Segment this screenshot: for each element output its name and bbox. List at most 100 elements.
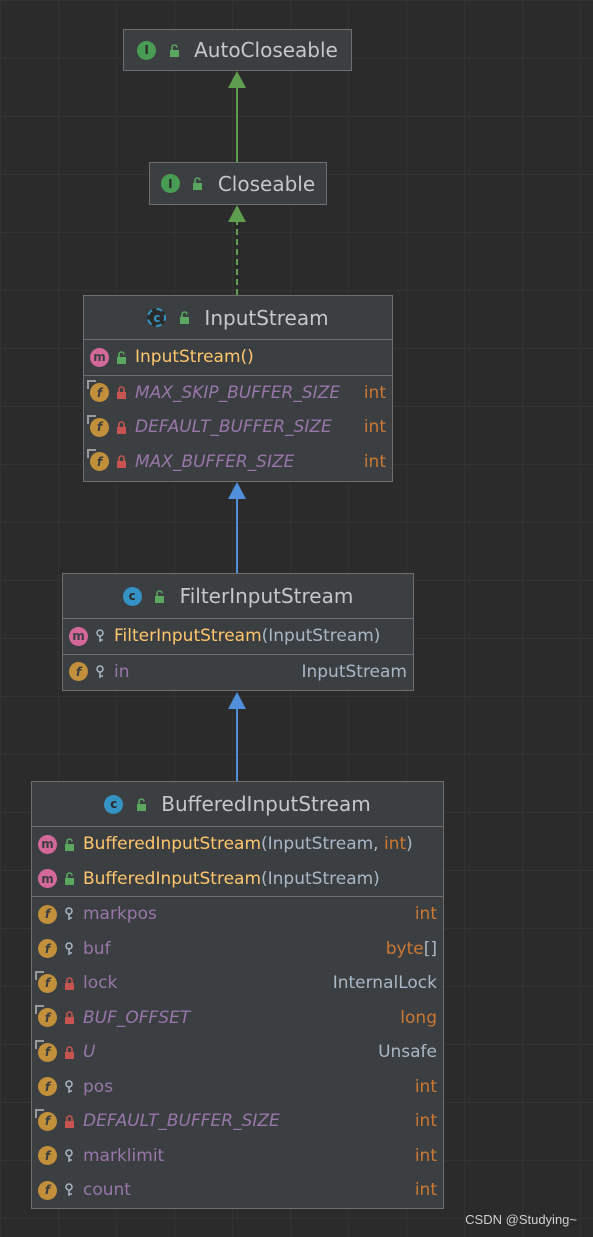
field-name: DEFAULT_BUFFER_SIZE (83, 1111, 280, 1132)
protected-key-icon (94, 665, 106, 679)
protected-key-icon (63, 1080, 75, 1094)
field-type: InternalLock (332, 973, 437, 994)
field-row[interactable]: f in InputStream (63, 655, 413, 690)
public-icon (192, 177, 204, 191)
field-name: count (83, 1180, 131, 1201)
field-type: int (414, 904, 437, 925)
field-type: byte (385, 938, 424, 959)
method-row[interactable]: m BufferedInputStream(InputStream, int) (32, 827, 443, 862)
method-icon: m (69, 626, 88, 646)
class-box-bufferedinputstream[interactable]: c BufferedInputStream m BufferedInputStr… (31, 781, 444, 1209)
field-name: lock (83, 973, 118, 994)
field-row[interactable]: f count int (32, 1173, 443, 1208)
method-name: InputStream() (135, 347, 254, 368)
class-box-filterinputstream[interactable]: c FilterInputStream m FilterInputStream(… (62, 573, 414, 691)
field-type: Unsafe (378, 1042, 437, 1063)
field-icon: f (38, 939, 57, 959)
static-field-icon: f (35, 1108, 57, 1131)
method-params: (InputStream, (261, 834, 384, 855)
method-row[interactable]: m BufferedInputStream(InputStream) (32, 862, 443, 897)
field-type: int (363, 451, 386, 472)
field-type: int (363, 382, 386, 403)
field-type: long (400, 1007, 437, 1028)
public-icon (115, 350, 127, 364)
field-type: int (414, 1076, 437, 1097)
fields-section: f in InputStream (63, 653, 413, 690)
field-row[interactable]: f buf byte[] (32, 932, 443, 967)
methods-section: m InputStream() (84, 339, 392, 375)
watermark: CSDN @Studying~ (465, 1212, 577, 1227)
field-type: int (363, 417, 386, 438)
static-field-icon: f (87, 380, 109, 403)
field-name: MAX_SKIP_BUFFER_SIZE (135, 382, 341, 403)
methods-section: m BufferedInputStream(InputStream, int) … (32, 826, 443, 896)
protected-key-icon (63, 907, 75, 921)
field-row[interactable]: f markpos int (32, 897, 443, 932)
interface-icon: I (160, 174, 180, 193)
method-param-type: int (383, 834, 407, 855)
field-name: in (114, 661, 130, 682)
fields-section: f MAX_SKIP_BUFFER_SIZE int f DEFAULT_BUF… (84, 374, 392, 480)
field-row[interactable]: f MAX_BUFFER_SIZE int (84, 445, 392, 480)
protected-key-icon (63, 942, 75, 956)
method-icon: m (38, 834, 57, 854)
field-row[interactable]: f BUF_OFFSET long (32, 1001, 443, 1036)
method-name: FilterInputStream (114, 626, 262, 647)
method-icon: m (38, 869, 57, 889)
protected-key-icon (63, 1149, 75, 1163)
field-type: int (414, 1111, 437, 1132)
field-type: int (414, 1180, 437, 1201)
method-name: BufferedInputStream (83, 834, 262, 855)
class-icon: c (104, 794, 124, 814)
public-icon (63, 872, 75, 886)
arrowhead-closeable (228, 205, 246, 222)
class-name: FilterInputStream (179, 584, 354, 608)
class-icon: c (122, 586, 142, 606)
class-name: Closeable (217, 171, 316, 196)
class-box-closeable[interactable]: I Closeable (149, 162, 327, 205)
public-icon (135, 797, 147, 811)
static-field-icon: f (35, 970, 57, 993)
field-row[interactable]: f lock InternalLock (32, 966, 443, 1001)
static-field-icon: f (87, 414, 109, 437)
field-icon: f (38, 1146, 57, 1166)
field-row[interactable]: f marklimit int (32, 1139, 443, 1174)
field-row[interactable]: f DEFAULT_BUFFER_SIZE int (84, 410, 392, 445)
class-box-inputstream[interactable]: c InputStream m InputStream() f MAX_SKIP… (83, 295, 393, 482)
class-name: BufferedInputStream (161, 792, 371, 816)
private-lock-icon (63, 1045, 75, 1059)
method-params-close: ) (406, 834, 413, 855)
method-name: BufferedInputStream (83, 868, 262, 889)
private-lock-icon (115, 455, 127, 469)
field-name: DEFAULT_BUFFER_SIZE (135, 417, 332, 438)
field-type: int (414, 1145, 437, 1166)
fields-section: f markpos int f buf byte[] f lock Intern… (32, 896, 443, 1208)
method-icon: m (90, 347, 109, 367)
field-row[interactable]: f MAX_SKIP_BUFFER_SIZE int (84, 376, 392, 411)
public-icon (178, 311, 190, 325)
field-row[interactable]: f pos int (32, 1070, 443, 1105)
field-name: markpos (83, 904, 157, 925)
private-lock-icon (63, 976, 75, 990)
method-params: (InputStream) (261, 868, 380, 889)
field-row[interactable]: f U Unsafe (32, 1035, 443, 1070)
method-row[interactable]: m FilterInputStream(InputStream) (63, 619, 413, 654)
field-name: buf (83, 938, 111, 959)
field-row[interactable]: f DEFAULT_BUFFER_SIZE int (32, 1104, 443, 1139)
arrowhead-autocloseable (228, 71, 246, 88)
field-type-brackets: [] (423, 938, 437, 959)
public-icon (154, 589, 166, 603)
static-field-icon: f (35, 1039, 57, 1062)
class-box-autocloseable[interactable]: I AutoCloseable (123, 29, 352, 71)
private-lock-icon (115, 386, 127, 400)
method-params: (InputStream) (261, 626, 381, 647)
interface-icon: I (137, 40, 157, 60)
abstract-class-icon: c (147, 308, 167, 327)
field-icon: f (38, 1180, 57, 1200)
field-name: U (83, 1042, 96, 1063)
protected-key-icon (94, 629, 106, 643)
method-row[interactable]: m InputStream() (84, 340, 392, 375)
methods-section: m FilterInputStream(InputStream) (63, 618, 413, 654)
field-name: MAX_BUFFER_SIZE (135, 451, 295, 472)
